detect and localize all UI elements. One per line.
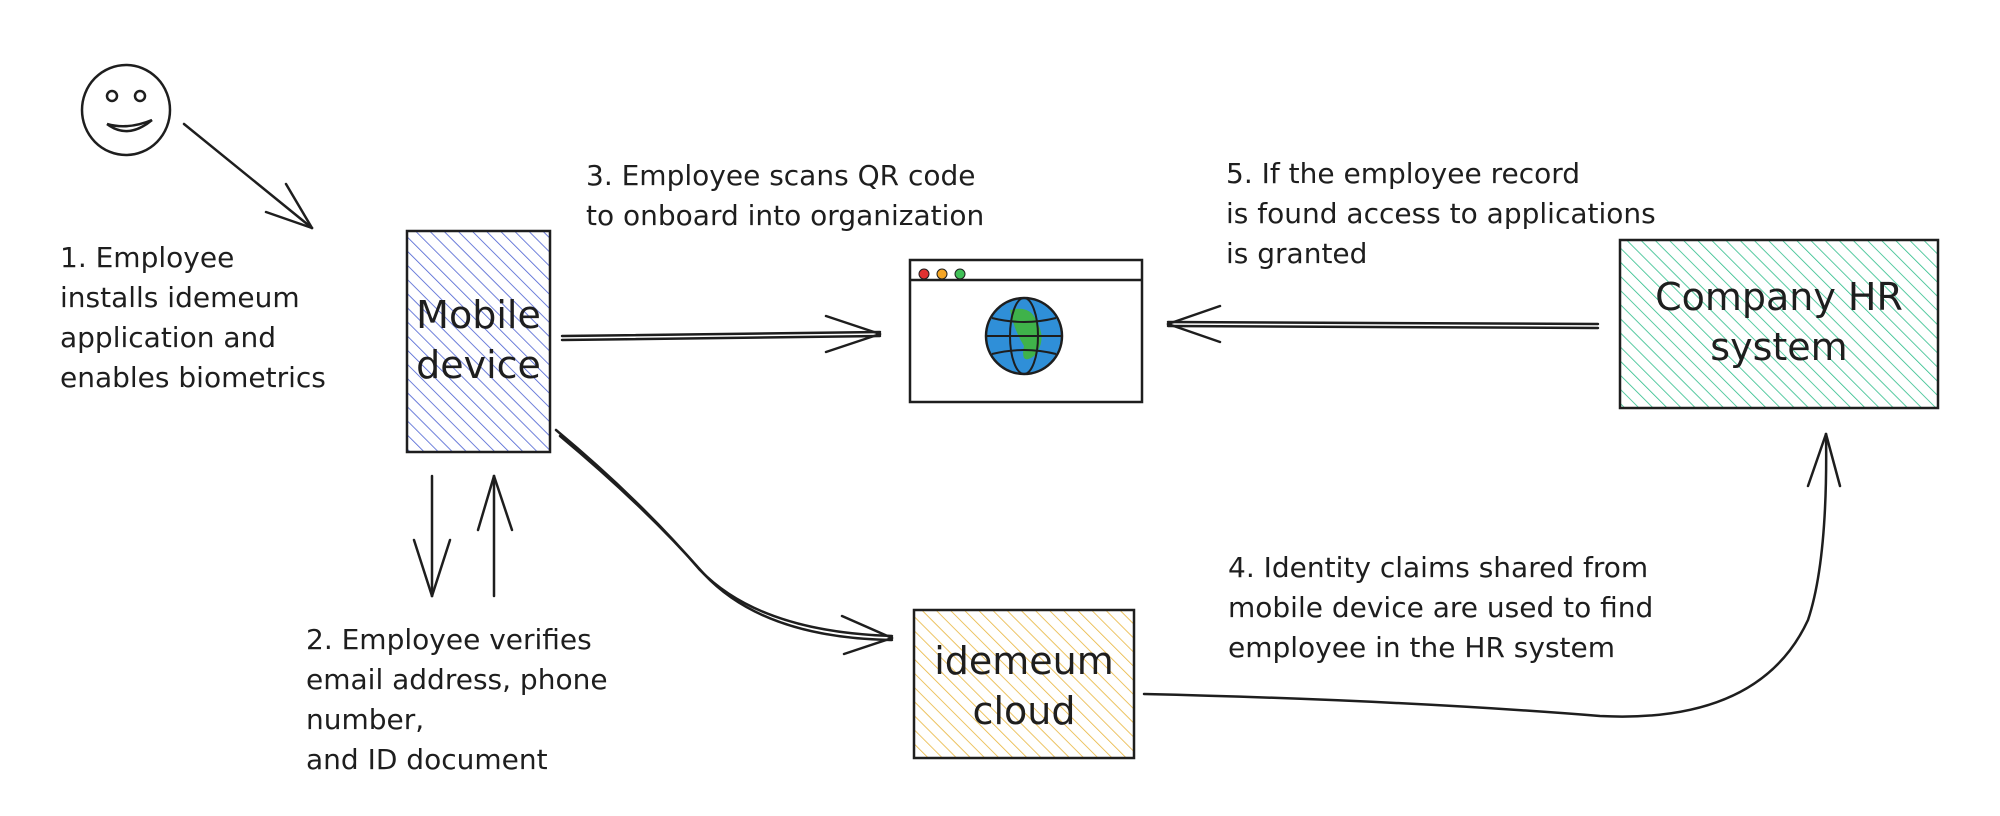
smiley-face-icon xyxy=(80,63,172,157)
idemeum-cloud-label: idemeum cloud xyxy=(934,639,1114,733)
arrow-mobile-to-browser xyxy=(560,314,882,354)
arrow-cloud-to-hr xyxy=(1142,432,1842,718)
arrow-mobile-to-cloud xyxy=(554,428,894,656)
arrow-hr-to-browser xyxy=(1166,304,1600,344)
globe-icon xyxy=(984,296,1064,376)
step1-note: 1. Employee installs idemeum application… xyxy=(60,241,326,394)
company-hr-system-label: Company HR system xyxy=(1655,275,1903,369)
arrow-user-to-step1 xyxy=(182,122,314,230)
arrow-mobile-up xyxy=(476,474,514,598)
idemeum-cloud-box xyxy=(912,608,1136,760)
step2-note: 2. Employee verifies email address, phon… xyxy=(306,623,608,776)
mobile-device-label: Mobile device xyxy=(416,293,541,387)
arrow-mobile-down xyxy=(412,474,452,598)
step3-note: 3. Employee scans QR code to onboard int… xyxy=(586,159,985,232)
browser-window-icon xyxy=(908,258,1144,404)
company-hr-system-box xyxy=(1618,238,1940,410)
step5-note: 5. If the employee record is found acces… xyxy=(1226,157,1656,270)
mobile-device-box xyxy=(405,229,552,454)
step4-note: 4. Identity claims shared from mobile de… xyxy=(1228,551,1654,664)
